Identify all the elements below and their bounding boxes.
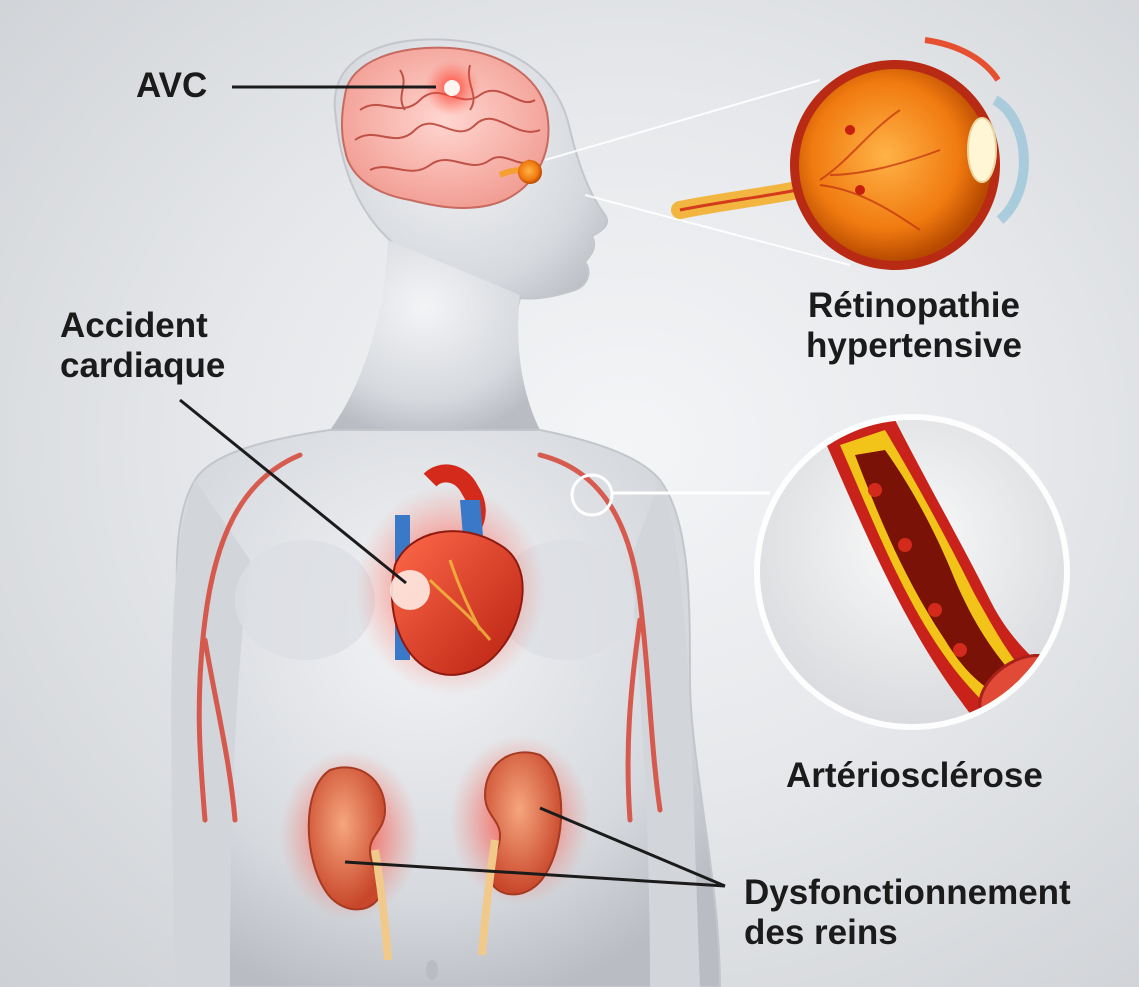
label-arteriosclerose: Artériosclérose — [786, 756, 1043, 796]
label-retinopathie-line2: hypertensive — [806, 326, 1022, 366]
label-arteriosclerose-text: Artériosclérose — [786, 756, 1043, 796]
label-accident-cardiaque: Accident cardiaque — [60, 306, 225, 386]
label-retinopathie: Rétinopathie hypertensive — [806, 286, 1022, 366]
label-accident-line1: Accident — [60, 306, 225, 346]
label-retinopathie-line1: Rétinopathie — [806, 286, 1022, 326]
eye-cross-section — [680, 40, 1024, 270]
label-accident-line2: cardiaque — [60, 346, 225, 386]
label-dysfonctionnement-reins: Dysfonctionnement des reins — [744, 873, 1071, 953]
label-reins-line1: Dysfonctionnement — [744, 873, 1071, 913]
label-avc: AVC — [136, 66, 207, 106]
brain — [342, 48, 549, 208]
artery-cross-section — [754, 410, 1090, 780]
label-reins-line2: des reins — [744, 913, 1071, 953]
label-avc-text: AVC — [136, 66, 207, 106]
